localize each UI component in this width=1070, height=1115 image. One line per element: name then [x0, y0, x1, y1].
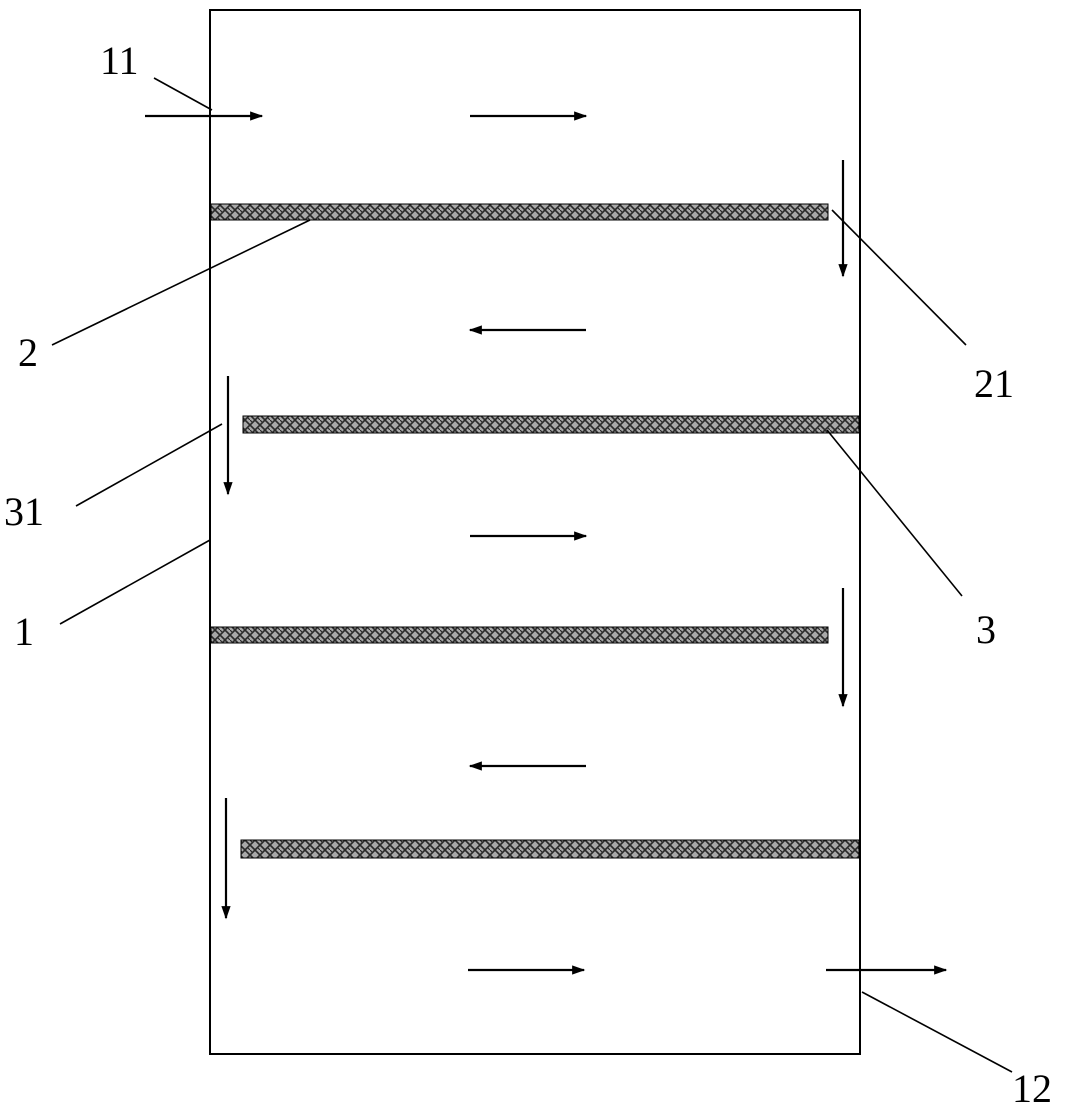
leader-line-11 — [153, 77, 213, 111]
baffle-1 — [210, 203, 829, 221]
leader-line-1 — [59, 539, 211, 625]
label-21: 21 — [974, 361, 1014, 406]
label-12: 12 — [1012, 1066, 1052, 1111]
leader-line-3 — [826, 429, 963, 597]
label-3: 3 — [976, 607, 996, 652]
label-31: 31 — [4, 489, 44, 534]
label-1: 1 — [14, 609, 34, 654]
leader-line-12 — [861, 991, 1013, 1073]
baffle-3 — [210, 626, 829, 644]
leader-line-21 — [831, 209, 967, 346]
label-2: 2 — [18, 330, 38, 375]
leader-line-31 — [75, 423, 223, 507]
baffle-2 — [242, 415, 860, 434]
label-11: 11 — [100, 38, 139, 83]
leader-line-2 — [51, 219, 311, 346]
baffle-4 — [240, 839, 860, 859]
vessel-wall — [209, 9, 861, 1055]
